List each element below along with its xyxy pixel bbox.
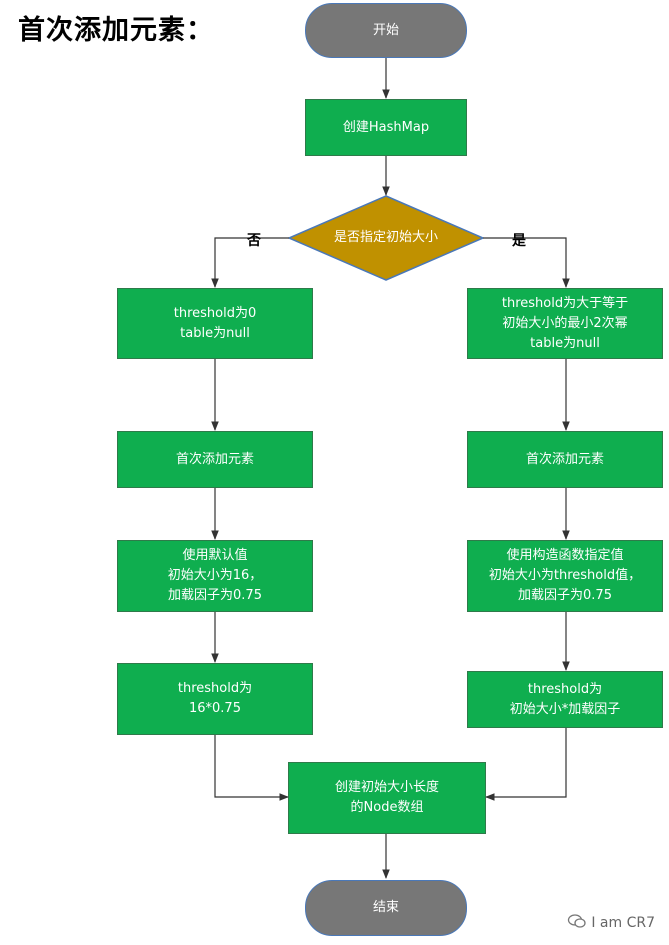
right-specified-box: 使用构造函数指定值 初始大小为threshold值， 加载因子为0.75 — [467, 540, 663, 612]
start-node: 开始 — [305, 3, 467, 58]
left-default-label: 使用默认值 初始大小为16， 加载因子为0.75 — [167, 548, 263, 603]
end-node: 结束 — [305, 880, 467, 936]
page-title: 首次添加元素： — [18, 15, 214, 46]
right-init-label: threshold为大于等于 初始大小的最小2次幂 table为null — [501, 295, 629, 351]
arrow-decision-yes — [483, 237, 570, 288]
end-node-label: 结束 — [372, 900, 399, 915]
left-first-add-box: 首次添加元素 — [117, 431, 313, 488]
arrow-left-to-array — [214, 735, 289, 801]
left-init-box: threshold为0 table为null — [117, 288, 313, 359]
right-first-add-label: 首次添加元素 — [525, 451, 604, 467]
start-node-label: 开始 — [372, 22, 399, 38]
watermark-text: I am CR7 — [591, 915, 655, 931]
right-threshold-label: threshold为 初始大小*加载因子 — [509, 681, 621, 717]
create-array-box: 创建初始大小长度 的Node数组 — [288, 762, 486, 834]
create-hashmap-label: 创建HashMap — [342, 119, 430, 135]
left-threshold-box: threshold为 16*0.75 — [117, 663, 313, 735]
decision-text-box: 是否指定初始大小 — [305, 226, 467, 250]
create-hashmap-box: 创建HashMap — [305, 99, 467, 156]
right-threshold-box: threshold为 初始大小*加载因子 — [467, 671, 663, 728]
arrow-right-to-array — [485, 728, 567, 801]
create-array-label: 创建初始大小长度 的Node数组 — [334, 780, 439, 815]
arrow-decision-no — [211, 237, 289, 288]
left-init-label: threshold为0 table为null — [173, 305, 257, 341]
decision-diamond — [287, 195, 485, 281]
left-threshold-label: threshold为 16*0.75 — [177, 681, 253, 716]
right-init-box: threshold为大于等于 初始大小的最小2次幂 table为null — [467, 288, 663, 359]
decision-label: 是否指定初始大小 — [333, 230, 438, 245]
edge-label-no: 否 — [247, 233, 261, 249]
edge-label-yes: 是 — [512, 233, 526, 249]
left-first-add-label: 首次添加元素 — [175, 451, 254, 467]
right-specified-label: 使用构造函数指定值 初始大小为threshold值， 加载因子为0.75 — [488, 548, 642, 603]
watermark: I am CR7 — [567, 913, 655, 933]
chat-bubble-icon — [567, 913, 587, 933]
right-first-add-box: 首次添加元素 — [467, 431, 663, 488]
left-default-box: 使用默认值 初始大小为16， 加载因子为0.75 — [117, 540, 313, 612]
